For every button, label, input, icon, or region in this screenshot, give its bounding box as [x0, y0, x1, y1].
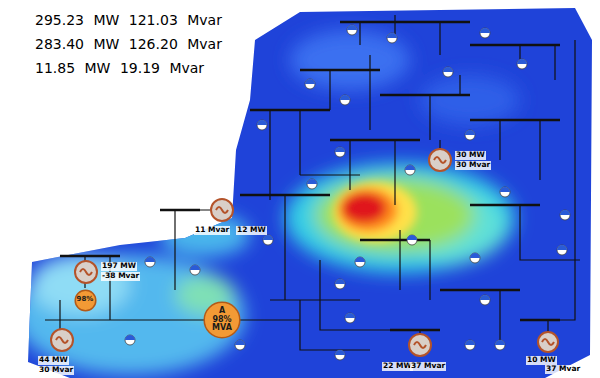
generator-output: 30 Mvar	[38, 366, 74, 375]
generator-output: -38 Mvar	[101, 272, 140, 281]
gauge-value: A	[219, 307, 225, 316]
load-symbol	[407, 235, 417, 245]
loading-gauge: 98%	[74, 289, 97, 312]
contour-hotspot	[342, 193, 386, 223]
load-symbol	[125, 335, 135, 345]
generator-output: 37 Mvar	[545, 365, 581, 374]
load-symbol	[307, 179, 317, 189]
load-symbol	[517, 59, 527, 69]
load-symbol	[500, 187, 510, 197]
gauge-fill	[204, 302, 240, 338]
gauge-fill	[75, 290, 96, 311]
generator-output: 44 MW	[38, 356, 69, 365]
contour-patch	[290, 30, 410, 90]
load-symbol	[335, 147, 345, 157]
load-symbol	[347, 25, 357, 35]
load-symbol	[480, 295, 490, 305]
generator-output: 30 MW	[455, 151, 486, 160]
gauge-text: A98%MVA	[203, 301, 241, 339]
load-symbol	[305, 79, 315, 89]
load-symbol	[557, 245, 567, 255]
flow-summary: 283.40 MW 126.20 Mvar	[33, 36, 224, 52]
gauge-text: 98%	[74, 289, 97, 312]
load-symbol	[465, 130, 475, 140]
load-symbol	[495, 340, 505, 350]
gauge-value: MVA	[212, 324, 232, 333]
load-symbol	[405, 165, 415, 175]
contour-patch	[160, 213, 250, 257]
load-symbol	[560, 210, 570, 220]
flow-summary: 295.23 MW 121.03 Mvar	[33, 12, 224, 28]
load-symbol	[355, 257, 365, 267]
generator-output: 30 Mvar	[455, 161, 491, 170]
gauge-value: 98%	[212, 316, 231, 325]
gauge-value: 98%	[77, 296, 94, 304]
load-symbol	[345, 313, 355, 323]
contour-patch	[333, 182, 417, 242]
generator-symbol	[51, 329, 73, 351]
generator-symbol	[409, 334, 431, 356]
load-symbol	[470, 253, 480, 263]
contour-patch	[338, 188, 398, 232]
load-symbol	[257, 120, 267, 130]
generator-output: 12 MW	[236, 226, 267, 235]
generator-output: 197 MW	[101, 262, 137, 271]
load-symbol	[335, 279, 345, 289]
generator-symbols	[51, 149, 558, 356]
load-symbol	[387, 33, 397, 43]
load-symbol	[465, 340, 475, 350]
load-symbol	[190, 265, 200, 275]
load-symbol	[235, 340, 245, 350]
contour-patch	[420, 75, 520, 125]
generator-output: 10 MW	[526, 356, 557, 365]
generator-symbol	[75, 261, 97, 283]
generator-output: 22 MW	[382, 362, 413, 371]
generator-output: 11 Mvar	[194, 226, 230, 235]
load-symbol	[340, 95, 350, 105]
load-symbol	[145, 257, 155, 267]
generator-symbol	[211, 199, 233, 221]
generator-symbol	[538, 332, 558, 352]
load-symbol	[480, 28, 490, 38]
generator-symbol	[429, 149, 451, 171]
load-symbol	[335, 350, 345, 360]
load-symbol	[263, 235, 273, 245]
loading-gauge: A98%MVA	[203, 301, 241, 339]
load-symbol	[443, 67, 453, 77]
contour-patch	[15, 255, 245, 375]
flow-summary: 11.85 MW 19.19 Mvar	[33, 60, 206, 76]
generator-output: 37 Mvar	[410, 362, 446, 371]
